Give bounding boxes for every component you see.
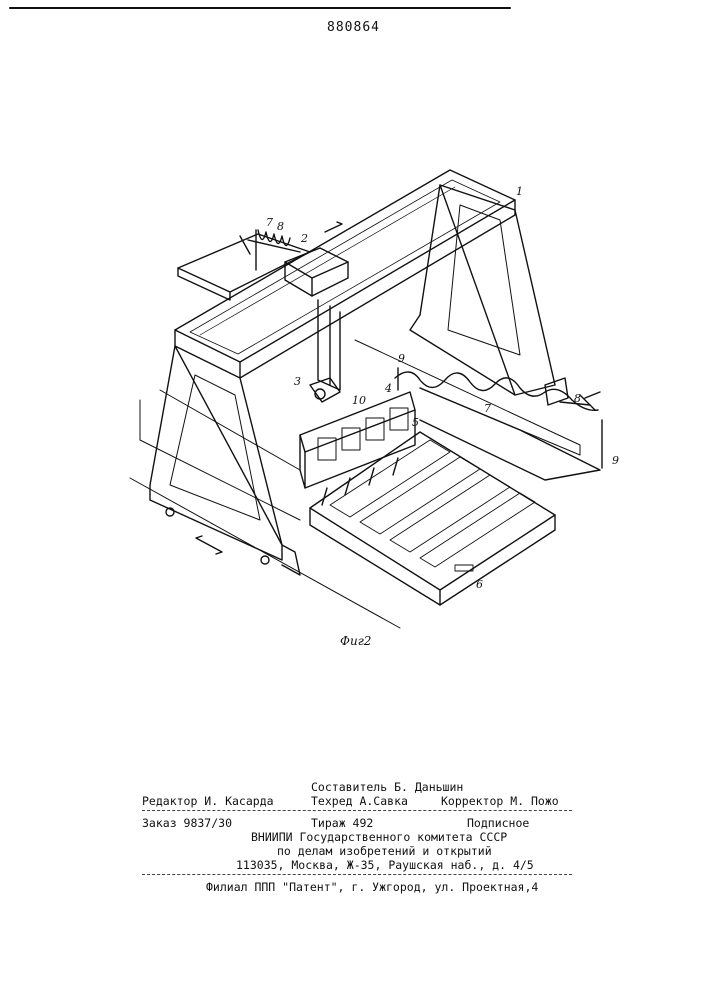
order-line: Заказ 9837/30 xyxy=(142,816,232,830)
subscription-line: Подписное xyxy=(467,816,529,830)
compiler-line: Составитель Б. Даньшин xyxy=(311,780,463,794)
mast-gripper xyxy=(310,300,340,402)
label-8-right: 8 xyxy=(574,392,581,405)
label-6: 6 xyxy=(476,578,483,591)
label-10: 10 xyxy=(352,394,366,407)
top-beam xyxy=(175,170,515,378)
carriage-arrow xyxy=(325,222,342,232)
address-line: 113035, Москва, Ж-35, Раушская наб., д. … xyxy=(236,858,534,872)
travel-arrow xyxy=(196,536,222,554)
label-4: 4 xyxy=(384,382,392,395)
mould-panel xyxy=(300,392,415,505)
right-wire-drive xyxy=(395,368,602,468)
divider-1 xyxy=(142,810,572,811)
right-leg xyxy=(410,185,568,405)
gantry-crane-drawing: 1 2 3 4 5 6 7 8 9 7 8 9 10 xyxy=(0,0,707,660)
corrector-line: Корректор М. Пожо xyxy=(441,794,559,808)
label-9-right: 9 xyxy=(612,454,619,467)
carriage xyxy=(285,248,348,296)
label-7-right: 7 xyxy=(484,402,491,415)
techred-line: Техред А.Савка xyxy=(311,794,408,808)
label-2: 2 xyxy=(300,232,308,245)
left-leg xyxy=(130,346,400,628)
label-3: 3 xyxy=(294,375,301,388)
label-1: 1 xyxy=(516,185,523,198)
org-line-1: ВНИИПИ Государственного комитета СССР xyxy=(251,830,507,844)
org-line-2: по делам изобретений и открытий xyxy=(277,844,492,858)
divider-2 xyxy=(142,874,572,875)
left-spring-drive xyxy=(240,230,300,270)
branch-line: Филиал ППП "Патент", г. Ужгород, ул. Про… xyxy=(206,880,538,894)
circulation-line: Тираж 492 xyxy=(311,816,373,830)
label-8-left: 8 xyxy=(277,220,284,233)
label-7-left: 7 xyxy=(266,216,273,229)
label-9-left: 9 xyxy=(398,352,405,365)
editor-line: Редактор И. Касарда xyxy=(142,794,274,808)
figure-caption: Фиг2 xyxy=(340,634,371,648)
label-5: 5 xyxy=(412,416,419,429)
base-pallet xyxy=(310,432,555,605)
